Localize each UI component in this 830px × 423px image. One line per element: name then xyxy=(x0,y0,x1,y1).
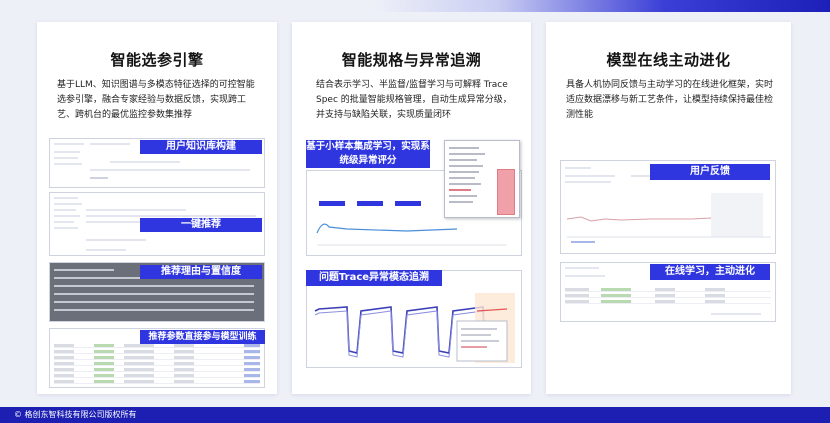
card-online-model-evolution: 模型在线主动进化 具备人机协同反馈与主动学习的在线进化框架，实时适应数据漂移与新… xyxy=(546,22,791,394)
banner-user-feedback: 用户反馈 xyxy=(650,164,770,180)
banner-ensemble-anomaly-score: 基于小样本集成学习，实现系统级异常评分 xyxy=(306,140,430,168)
card-smart-param-engine: 智能选参引擎 基于LLM、知识图谱与多模态特征选择的可控智能选参引擎，融合专家经… xyxy=(37,22,277,394)
screenshot-trace-chart xyxy=(306,270,522,368)
card-title: 模型在线主动进化 xyxy=(606,51,731,69)
banner-param-model-training: 推荐参数直接参与模型训练 xyxy=(140,330,265,344)
footer-copyright: © 格创东智科技有限公司版权所有 xyxy=(0,407,830,423)
banner-user-knowledge-base: 用户知识库构建 xyxy=(140,140,262,154)
card-smart-spec-trace: 智能规格与异常追溯 结合表示学习、半监督/监督学习与可解释 Trace Spec… xyxy=(292,22,531,394)
card-title: 智能选参引擎 xyxy=(110,51,204,69)
anomaly-bar xyxy=(497,169,515,215)
card-title: 智能规格与异常追溯 xyxy=(341,51,482,69)
top-gradient-bar xyxy=(0,0,830,12)
trace-chart xyxy=(307,271,521,367)
card-description: 结合表示学习、半监督/监督学习与可解释 Trace Spec 的批量智能规格管理… xyxy=(316,80,512,120)
banner-one-click-recommend: 一键推荐 xyxy=(140,218,262,232)
score-chart xyxy=(316,201,507,246)
card-description: 具备人机协同反馈与主动学习的在线进化框架，实时适应数据漂移与新工艺条件，让模型持… xyxy=(566,80,774,120)
feedback-chart xyxy=(566,193,771,238)
card-description: 基于LLM、知识图谱与多模态特征选择的可控智能选参引擎，融合专家经验与数据反馈，… xyxy=(57,80,255,120)
banner-trace-traceback: 问题Trace异常模态追溯 xyxy=(306,270,442,286)
banner-online-learning: 在线学习，主动进化 xyxy=(650,264,770,280)
banner-reason-confidence: 推荐理由与置信度 xyxy=(140,265,262,279)
spec-detail-popup xyxy=(444,140,520,218)
